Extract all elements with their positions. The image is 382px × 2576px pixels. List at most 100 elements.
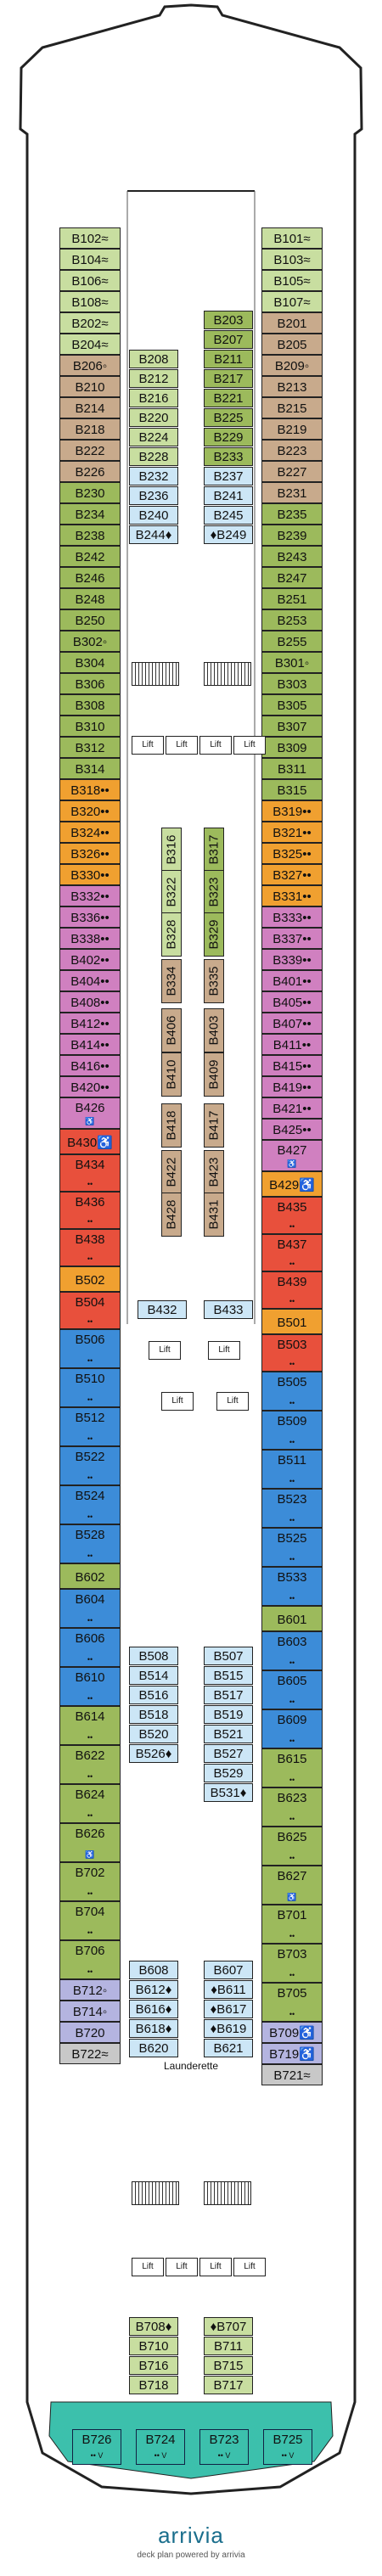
cabin-b323[interactable]: B323 [204,870,224,914]
cabin-b253[interactable]: B253 [261,609,323,631]
cabin-b234[interactable]: B234 [59,503,121,525]
cabin-b227[interactable]: B227 [261,461,323,482]
cabin-b502[interactable]: B502 [59,1266,121,1292]
cabin-b409[interactable]: B409 [204,1052,224,1097]
cabin-b101[interactable]: B101≈ [261,227,323,249]
cabin-b250[interactable]: B250 [59,609,121,631]
cabin-b620[interactable]: B620 [129,2039,178,2057]
cabin-b410[interactable]: B410 [161,1052,182,1097]
cabin-b704[interactable]: B704•• [59,1901,121,1940]
cabin-b325[interactable]: B325•• [261,843,323,864]
cabin-b244[interactable]: B244♦ [129,525,178,544]
cabin-b623[interactable]: B623•• [261,1787,323,1827]
cabin-b529[interactable]: B529 [204,1764,253,1782]
cabin-b314[interactable]: B314 [59,758,121,779]
cabin-b105[interactable]: B105≈ [261,270,323,291]
cabin-b248[interactable]: B248 [59,588,121,609]
cabin-b328[interactable]: B328 [161,912,182,957]
cabin-b439[interactable]: B439•• [261,1271,323,1309]
cabin-b401[interactable]: B401•• [261,970,323,991]
cabin-b304[interactable]: B304 [59,652,121,673]
cabin-b331[interactable]: B331•• [261,885,323,906]
cabin-b336[interactable]: B336•• [59,906,121,928]
cabin-b511[interactable]: B511•• [261,1450,323,1489]
cabin-b527[interactable]: B527 [204,1744,253,1763]
cabin-b403[interactable]: B403 [204,1008,224,1052]
cabin-b533[interactable]: B533•• [261,1567,323,1606]
cabin-b724[interactable]: B724•• V [136,2429,185,2465]
cabin-b425[interactable]: B425•• [261,1119,323,1140]
cabin-b422[interactable]: B422 [161,1150,182,1194]
cabin-b725[interactable]: B725•• V [263,2429,312,2465]
cabin-b235[interactable]: B235 [261,503,323,525]
cabin-b249[interactable]: ♦B249 [204,525,253,544]
cabin-b334[interactable]: B334 [161,959,182,1003]
cabin-b626[interactable]: B626♿ [59,1823,121,1862]
cabin-b223[interactable]: B223 [261,440,323,461]
cabin-b307[interactable]: B307 [261,716,323,737]
cabin-b611[interactable]: ♦B611 [204,1980,253,1999]
cabin-b237[interactable]: B237 [204,467,253,485]
cabin-b415[interactable]: B415•• [261,1055,323,1076]
cabin-b420[interactable]: B420•• [59,1076,121,1097]
cabin-b434[interactable]: B434•• [59,1154,121,1192]
cabin-b521[interactable]: B521 [204,1725,253,1743]
cabin-b301[interactable]: B301◦ [261,652,323,673]
cabin-b426[interactable]: B426♿ [59,1097,121,1129]
cabin-b305[interactable]: B305 [261,694,323,716]
cabin-b330[interactable]: B330•• [59,864,121,885]
cabin-b619[interactable]: ♦B619 [204,2019,253,2038]
cabin-b407[interactable]: B407•• [261,1013,323,1034]
cabin-b609[interactable]: B609•• [261,1709,323,1748]
cabin-b243[interactable]: B243 [261,546,323,567]
cabin-b204[interactable]: B204≈ [59,334,121,355]
cabin-b607[interactable]: B607 [204,1961,253,1979]
cabin-b337[interactable]: B337•• [261,928,323,949]
cabin-b612[interactable]: B612♦ [129,1980,178,1999]
cabin-b715[interactable]: B715 [204,2356,253,2375]
cabin-b317[interactable]: B317 [204,828,224,872]
cabin-b622[interactable]: B622•• [59,1745,121,1784]
cabin-b433[interactable]: B433 [204,1300,253,1319]
cabin-b329[interactable]: B329 [204,912,224,957]
cabin-b438[interactable]: B438•• [59,1229,121,1266]
cabin-b510[interactable]: B510•• [59,1368,121,1407]
cabin-b218[interactable]: B218 [59,418,121,440]
cabin-b246[interactable]: B246 [59,567,121,588]
cabin-b515[interactable]: B515 [204,1666,253,1685]
cabin-b402[interactable]: B402•• [59,949,121,970]
cabin-b703[interactable]: B703•• [261,1944,323,1983]
cabin-b320[interactable]: B320•• [59,800,121,822]
cabin-b106[interactable]: B106≈ [59,270,121,291]
cabin-b203[interactable]: B203 [204,311,253,329]
cabin-b618[interactable]: B618♦ [129,2019,178,2038]
cabin-b526[interactable]: B526♦ [129,1744,178,1763]
cabin-b339[interactable]: B339•• [261,949,323,970]
cabin-b406[interactable]: B406 [161,1008,182,1052]
cabin-b702[interactable]: B702•• [59,1862,121,1901]
cabin-b230[interactable]: B230 [59,482,121,503]
cabin-b516[interactable]: B516 [129,1686,178,1704]
cabin-b522[interactable]: B522•• [59,1446,121,1485]
cabin-b436[interactable]: B436•• [59,1192,121,1229]
cabin-b518[interactable]: B518 [129,1705,178,1724]
cabin-b512[interactable]: B512•• [59,1407,121,1446]
cabin-b706[interactable]: B706•• [59,1940,121,1979]
cabin-b240[interactable]: B240 [129,506,178,525]
cabin-b504[interactable]: B504•• [59,1292,121,1329]
cabin-b523[interactable]: B523•• [261,1489,323,1528]
cabin-b232[interactable]: B232 [129,467,178,485]
cabin-b103[interactable]: B103≈ [261,249,323,270]
cabin-b419[interactable]: B419•• [261,1076,323,1097]
cabin-b709[interactable]: B709♿ [261,2022,323,2043]
cabin-b332[interactable]: B332•• [59,885,121,906]
cabin-b624[interactable]: B624•• [59,1784,121,1823]
cabin-b108[interactable]: B108≈ [59,291,121,312]
cabin-b625[interactable]: B625•• [261,1827,323,1866]
cabin-b528[interactable]: B528•• [59,1524,121,1563]
cabin-b233[interactable]: B233 [204,447,253,466]
cabin-b404[interactable]: B404•• [59,970,121,991]
cabin-b615[interactable]: B615•• [261,1748,323,1787]
cabin-b723[interactable]: B723•• V [199,2429,249,2465]
cabin-b216[interactable]: B216 [129,389,178,407]
